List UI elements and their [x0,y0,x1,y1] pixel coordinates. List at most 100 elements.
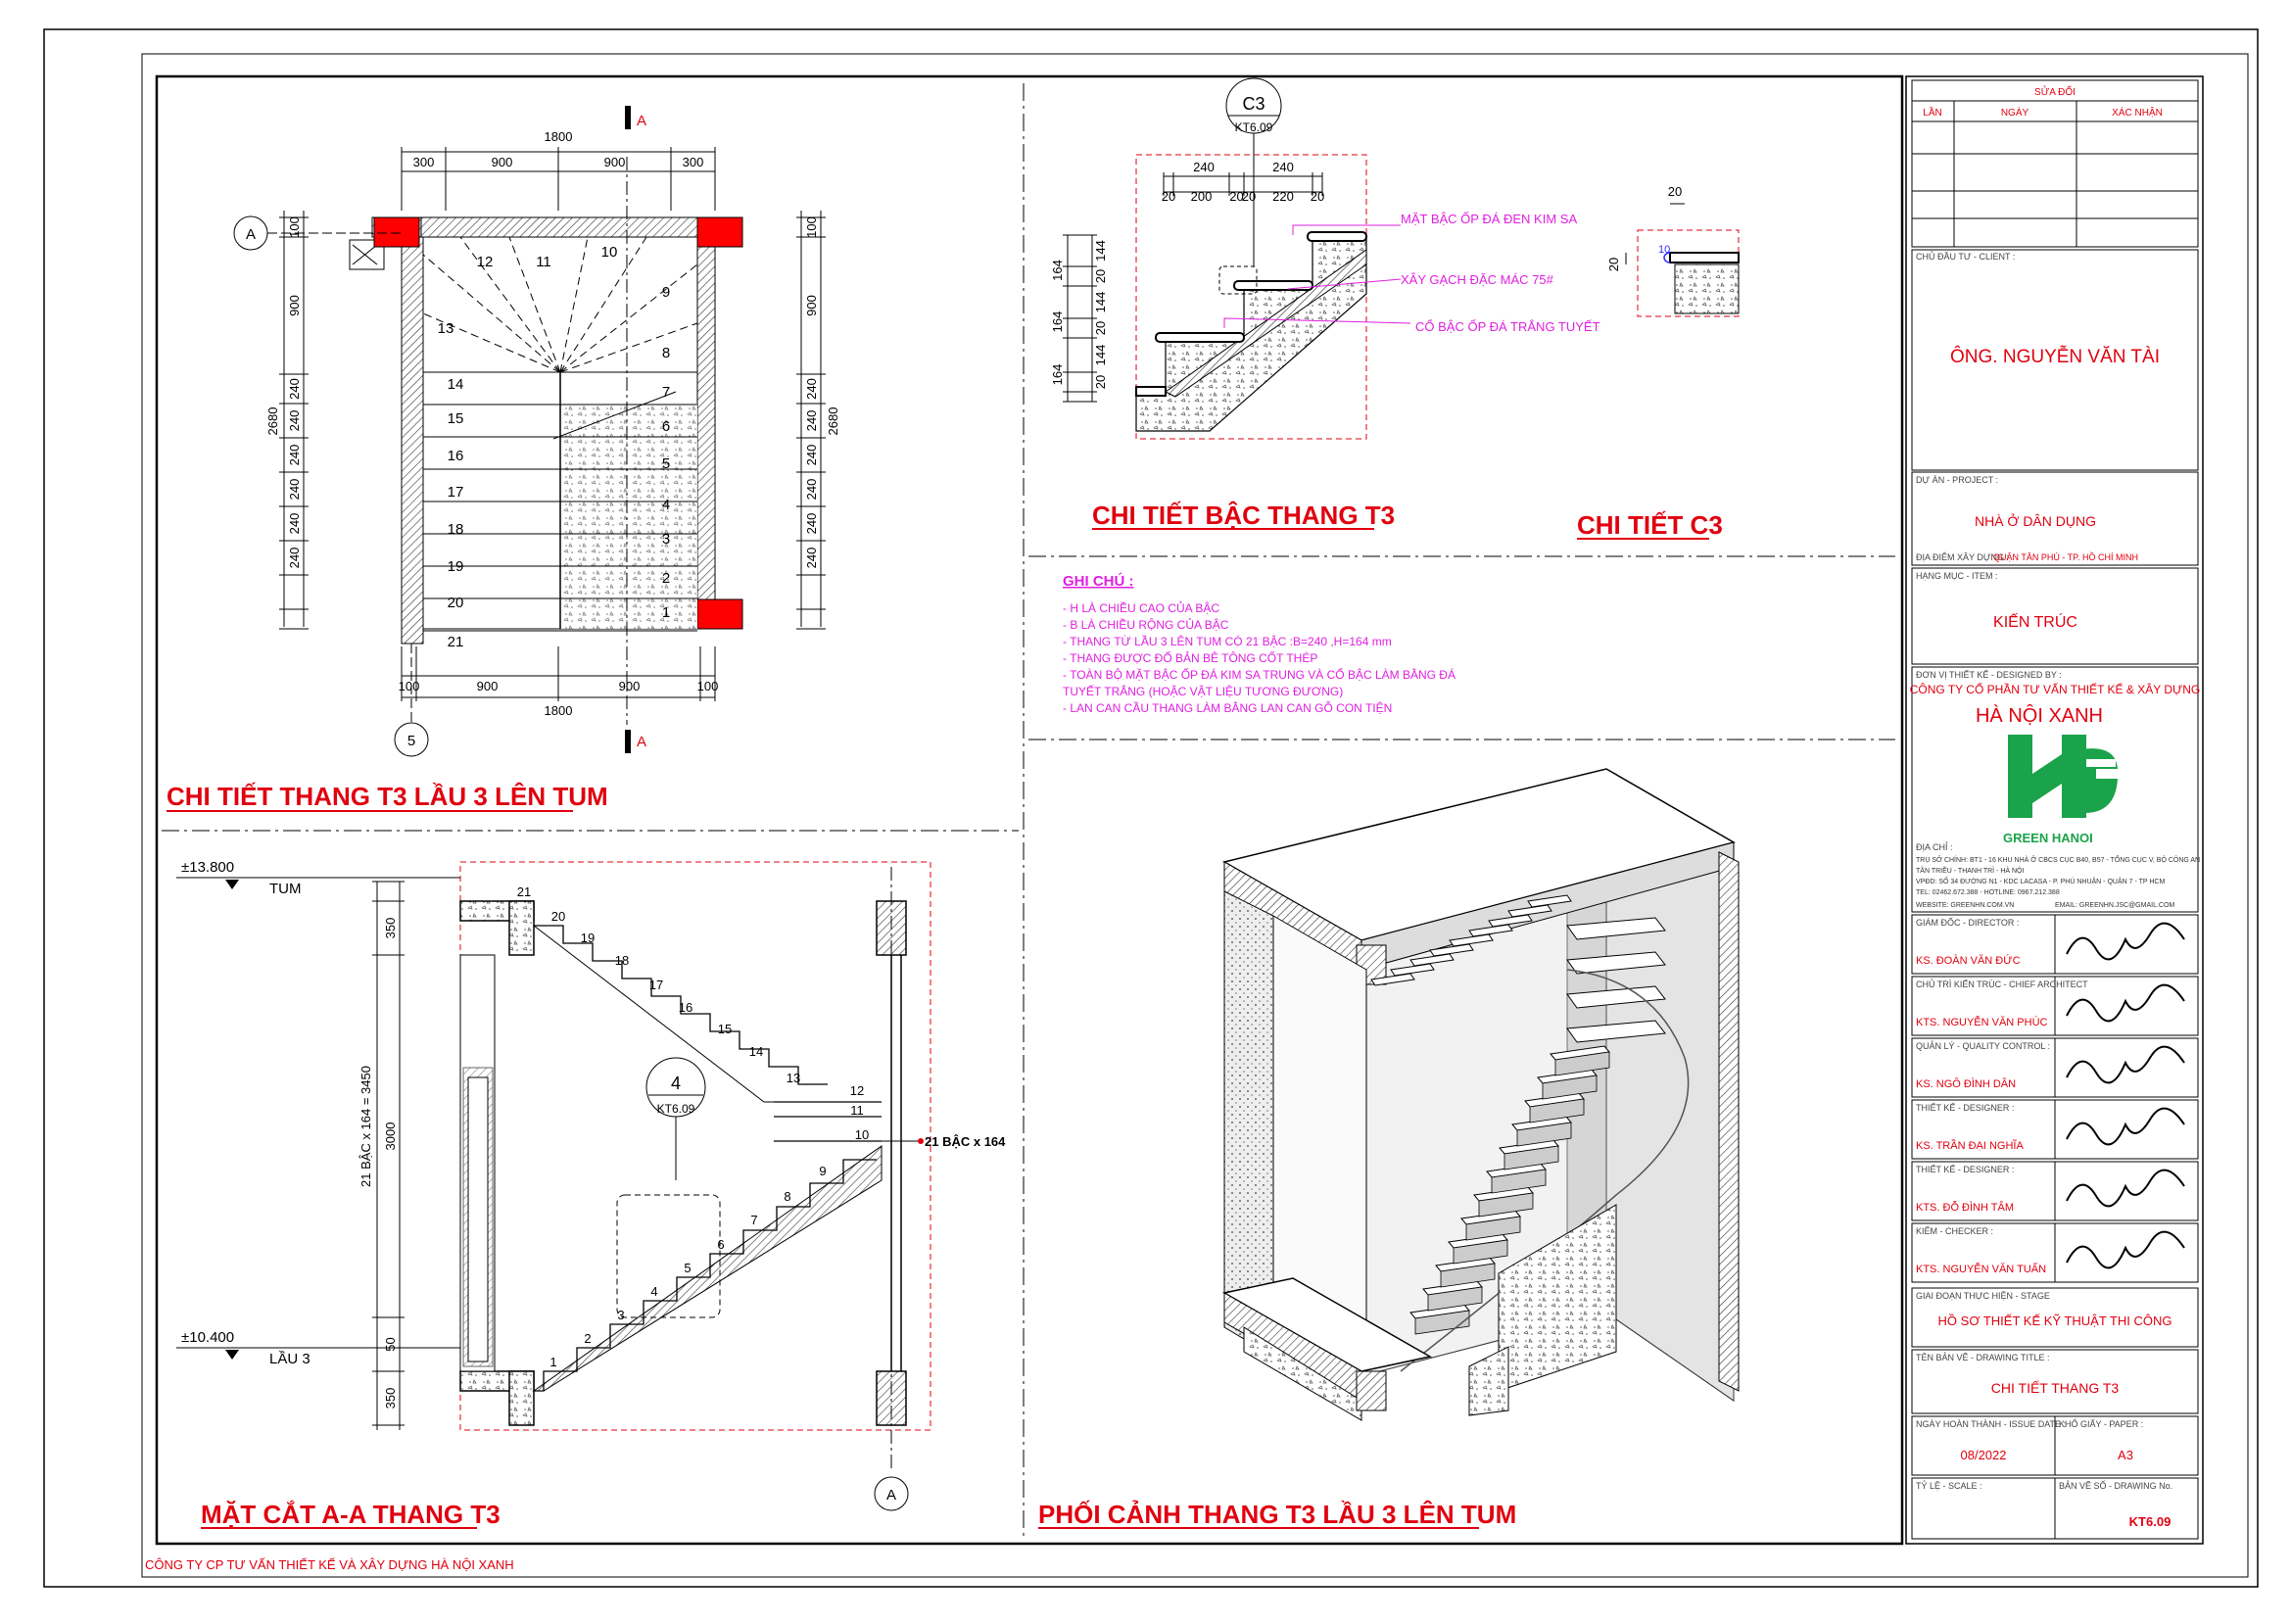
perspective-step-riser [1529,1098,1585,1123]
plan-section-mark-top: A [637,113,646,129]
section-level-top-name: TUM [269,881,302,897]
outer-border [43,28,2259,1588]
step-dim-left-sub: 20 [1093,269,1108,283]
plan-step-number: 14 [448,376,464,393]
section-callout-sheet: KT6.09 [657,1102,695,1116]
tb-paper: A3 [2118,1448,2133,1462]
plan-dim-top: 300 [413,155,435,169]
plan-step-number: 6 [662,418,670,435]
tb-client-label: CHỦ ĐẦU TƯ - CLIENT : [1916,251,2015,262]
note-line: - THANG ĐƯỢC ĐỔ BẢN BÊ TÔNG CỐT THÉP [1063,650,1317,665]
section-level-top: ±13.800 [181,859,234,876]
tb-person-name: KS. NGÔ ĐÌNH DÂN [1916,1077,2016,1090]
section-upper-flight [534,925,828,1085]
perspective-upper-step [1468,924,1513,937]
step-dim-top: 240 [1272,160,1294,174]
tb-rev-col-3: XÁC NHẬN [2112,106,2163,119]
inner-border [141,53,2249,1578]
tb-signature [2066,1230,2185,1269]
section-level-bottom: ±10.400 [181,1329,234,1346]
tb-person-name: KTS. NGUYỄN VĂN PHÚC [1916,1016,2048,1028]
tb-project: NHÀ Ở DÂN DỤNG [1975,512,2096,529]
step-detail-title: CHI TIẾT BẬC THANG T3 [1092,501,1395,530]
section-step-number: 19 [581,931,595,945]
plan-dim-right: 240 [804,479,819,501]
plan-winder-line [459,236,561,373]
step-dim-left-sub: 20 [1093,375,1108,389]
perspective-step-riser [1542,1075,1598,1100]
tb-person-name: KTS. ĐỖ ĐÌNH TÂM [1916,1201,2014,1214]
tb-drawing-label: TÊN BẢN VẼ - DRAWING TITLE : [1916,1352,2050,1362]
section-dim-total: 21 BẬC x 164 = 3450 [358,1066,373,1187]
plan-step-number: 8 [662,345,670,361]
tb-person-name: KTS. NGUYỄN VĂN TUẤN [1916,1263,2046,1275]
section-level-bottom-name: LẦU 3 [269,1351,310,1367]
perspective-step-riser [1427,1286,1483,1312]
tb-scale-label: TỶ LỆ - SCALE : [1916,1480,1982,1491]
tb-location-label: ĐỊA ĐIỂM XÂY DỰNG : [1916,551,2009,562]
c3-detail: 10 20 20 [1606,184,1740,317]
plan-step-number: 16 [448,448,464,464]
tb-signature [2066,1045,2185,1084]
step-dim-left-sub: 144 [1093,292,1108,313]
perspective-step-riser [1491,1169,1547,1194]
section-step-number: 12 [850,1083,864,1098]
plan-step-number: 17 [448,484,464,501]
note-line: - THANG TỪ LẦU 3 LÊN TUM CÓ 21 BẬC :B=24… [1063,634,1392,648]
section-step-number: 10 [855,1127,869,1142]
section-step-number: 11 [850,1103,864,1118]
plan-column-tl [373,216,420,248]
perspective-upper-step [1390,963,1435,977]
plan-winder-line [422,254,561,373]
perspective-step-riser [1554,1051,1610,1076]
section-dim-left: 3000 [383,1122,398,1151]
plan-dim-top: 900 [492,155,513,169]
plan-step-number: 9 [662,284,670,301]
section-step-number: 6 [717,1237,724,1252]
step-dim-sub: 20 [1162,189,1175,204]
section-step-number: 15 [718,1022,732,1036]
note-line: TUYẾT TRẮNG (HOẶC VẬT LIỆU TƯƠNG ĐƯƠNG) [1063,684,1343,698]
plan-dim-top: 900 [604,155,626,169]
step-dim-left: 164 [1050,364,1065,386]
tb-stage: HỒ SƠ THIẾT KẾ KỸ THUẬT THI CÔNG [1938,1314,2172,1328]
perspective-winder [1566,985,1666,1009]
plan-column-tr [696,216,743,248]
c3-dim-r: 10 [1658,244,1670,256]
perspective-step-riser [1465,1216,1521,1241]
section-step-number: 18 [615,953,629,968]
tb-address-2: TÂN TRIỀU - THANH TRÌ - HÀ NỘI [1916,865,2025,875]
section-callout-id: 4 [671,1074,681,1093]
tb-person-name: KS. TRẦN ĐẠI NGHĨA [1916,1139,2024,1152]
tb-phone: TEL: 02462.672.388 - HOTLINE: 0967.212.3… [1916,889,2060,896]
plan-title: CHI TIẾT THANG T3 LẦU 3 LÊN TUM [167,782,608,811]
perspective-upper-step [1449,933,1494,947]
section-step-number: 16 [679,1000,692,1015]
tb-person-label: KIỂM - CHECKER : [1916,1225,1993,1236]
plan-step-number: 18 [448,521,464,538]
section-grid-a: A [886,1487,896,1504]
green-hanoi-logo: GREEN HANOI [2003,735,2118,845]
plan-step-number: 1 [662,604,670,621]
plan-winder-line [508,236,561,373]
plan-step-number: 12 [477,254,494,270]
tb-address-3: VPĐD: SỐ 34 ĐƯỜNG N1 - KDC LACASA - P. P… [1916,876,2165,885]
perspective-step-riser [1440,1263,1496,1288]
plan-dim-left: 240 [287,378,302,400]
tb-client: ÔNG. NGUYỄN VĂN TÀI [1950,346,2160,367]
plan-dim-right: 240 [804,548,819,569]
tb-website: WEBSITE: GREENHN.COM.VN [1916,902,2014,909]
tb-stage-label: GIAI ĐOẠN THỰC HIỆN - STAGE [1916,1291,2050,1301]
tb-rev-col-2: NGÀY [2001,106,2029,119]
plan-step-number: 19 [448,558,464,575]
plan-dim-total-bottom: 1800 [545,703,573,718]
plan-grid-5: 5 [407,733,415,749]
plan-dim-right: 100 [804,216,819,238]
step-dim-top: 240 [1193,160,1215,174]
step-detail-frame [1135,154,1367,440]
tb-address-label: ĐỊA CHỈ : [1916,841,1953,852]
tb-signature [2066,983,2185,1023]
logo-text: GREEN HANOI [2003,831,2093,845]
